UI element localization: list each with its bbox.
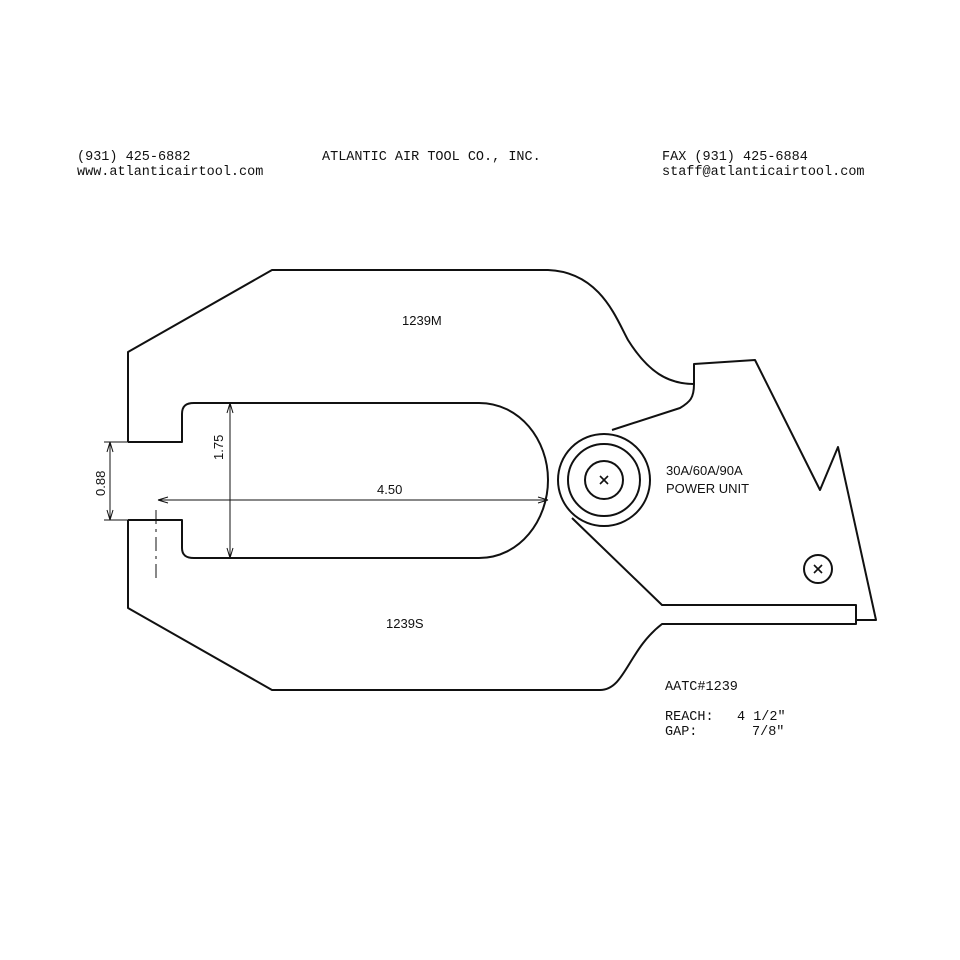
hinge-arm: [611, 383, 695, 431]
fax-number: FAX (931) 425-6884: [662, 150, 808, 165]
gap-spec-value: 7/8": [752, 725, 785, 740]
reach-dimension-label: 4.50: [377, 482, 402, 497]
gap-spec-label: GAP:: [665, 725, 698, 740]
pivot-outer-ring: [557, 433, 651, 527]
reach-spec-value: 4 1/2": [737, 710, 786, 725]
website-link[interactable]: www.atlanticairtool.com: [77, 165, 264, 180]
pivot-middle-ring: [567, 443, 641, 517]
model-number: AATC#1239: [665, 680, 738, 695]
depth-dimension-label: 1.75: [211, 435, 226, 460]
power-unit-line1: 30A/60A/90A: [666, 463, 743, 478]
upper-jaw-outline: [127, 269, 877, 621]
gap-dimension-label: 0.88: [93, 471, 108, 496]
email-link[interactable]: staff@atlanticairtool.com: [662, 165, 865, 180]
pivot-inner-ring: [584, 460, 624, 500]
power-unit-line2: POWER UNIT: [666, 481, 749, 496]
company-name: ATLANTIC AIR TOOL CO., INC.: [322, 150, 541, 165]
upper-jaw-label: 1239M: [402, 313, 442, 328]
lower-jaw-outline: [127, 520, 857, 691]
rear-pin: [803, 554, 833, 584]
reach-spec-label: REACH:: [665, 710, 714, 725]
lower-jaw-label: 1239S: [386, 616, 424, 631]
pin-marks: [599, 475, 823, 574]
phone-number: (931) 425-6882: [77, 150, 191, 165]
